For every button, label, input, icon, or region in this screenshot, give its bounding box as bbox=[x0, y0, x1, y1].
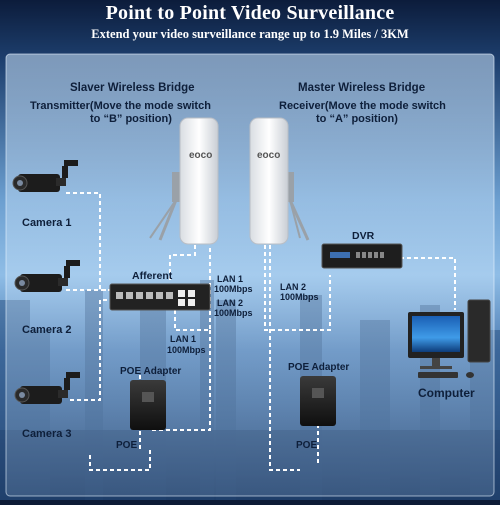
master-bridge-role-line2: to “A” position) bbox=[316, 113, 398, 125]
slaver-brand-logo: eoco bbox=[189, 150, 213, 161]
poe-adapter-right-label: POE Adapter bbox=[288, 362, 350, 373]
poe-switch-graphic bbox=[109, 283, 211, 311]
left-lan2-label: LAN 2 bbox=[217, 298, 244, 308]
camera-3-graphic bbox=[14, 372, 80, 404]
computer-label: Computer bbox=[418, 386, 475, 400]
camera-1-graphic bbox=[12, 160, 78, 192]
poe-adapter-left-graphic bbox=[130, 380, 166, 430]
slaver-bridge-role-line1: Transmitter(Move the mode switch bbox=[30, 100, 211, 112]
right-lan2-label: LAN 2 bbox=[280, 282, 307, 292]
computer-graphic bbox=[408, 299, 491, 378]
camera-2-label: Camera 2 bbox=[22, 324, 72, 336]
camera-1-label: Camera 1 bbox=[22, 217, 72, 229]
master-bridge-role-line1: Receiver(Move the mode switch bbox=[279, 100, 446, 112]
slaver-bridge-title: Slaver Wireless Bridge bbox=[70, 82, 195, 94]
master-bridge-graphic bbox=[249, 117, 310, 245]
poe-left-label: POE bbox=[116, 440, 138, 451]
master-brand-logo: eoco bbox=[257, 150, 281, 161]
poe-adapter-right-graphic bbox=[300, 376, 336, 426]
right-lan2-speed: 100Mbps bbox=[280, 292, 319, 302]
left-lan1-label: LAN 1 bbox=[217, 274, 244, 284]
master-bridge-title: Master Wireless Bridge bbox=[298, 82, 426, 94]
switch-label: Afferent bbox=[132, 270, 173, 282]
camera-2-graphic bbox=[14, 260, 80, 292]
left-lan2-speed: 100Mbps bbox=[214, 308, 253, 318]
content-panel bbox=[5, 53, 495, 497]
dvr-label: DVR bbox=[352, 230, 375, 242]
switch-lan1-label: LAN 1 bbox=[170, 334, 197, 344]
dvr-graphic bbox=[321, 243, 403, 269]
camera-3-label: Camera 3 bbox=[22, 428, 72, 440]
slaver-bridge-graphic bbox=[149, 117, 219, 245]
switch-lan1-speed: 100Mbps bbox=[167, 345, 206, 355]
slaver-bridge-role-line2: to “B” position) bbox=[90, 113, 172, 125]
page-subtitle: Extend your video surveillance range up … bbox=[91, 27, 409, 41]
poe-adapter-left-label: POE Adapter bbox=[120, 366, 182, 377]
poe-right-label: POE bbox=[296, 440, 318, 451]
left-lan1-speed: 100Mbps bbox=[214, 284, 253, 294]
page-title: Point to Point Video Surveillance bbox=[105, 2, 395, 24]
